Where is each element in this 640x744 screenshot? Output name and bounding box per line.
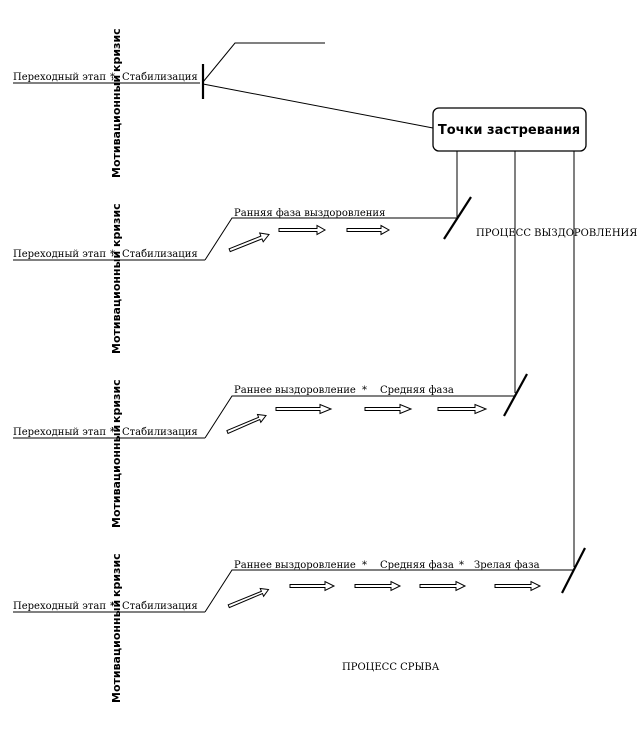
row3-transition-label: Переходный этап: [13, 427, 106, 438]
row2-arrow-1: [228, 232, 270, 253]
row3-stabilization-label: Стабилизация: [122, 427, 198, 438]
row-4: Переходный этап * Стабилизация Мотивацио…: [13, 547, 586, 703]
row3-upper-line: [204, 395, 515, 439]
row1-connector-to-box: [202, 83, 434, 129]
row2-transition-label: Переходный этап: [13, 249, 106, 260]
row1-crisis-label: кризис: [110, 28, 123, 72]
row4-motivational-label: Мотивационный: [110, 600, 123, 703]
row3-crisis-label: кризис: [110, 379, 123, 423]
row1-stabilization-label: Стабилизация: [122, 72, 198, 83]
row3-arrow-3: [364, 403, 413, 415]
row3-motivational-label: Мотивационный: [110, 425, 123, 528]
row4-arrow-2: [289, 580, 336, 592]
row2-motivational-label: Мотивационный: [110, 251, 123, 354]
row2-early-phase-label: Ранняя фаза выздоровления: [234, 208, 385, 219]
row4-middle-phase-label: Средняя фаза: [380, 560, 454, 571]
row4-early-recovery-label: Раннее выздоровление: [234, 560, 356, 571]
row3-tick: [503, 373, 528, 417]
row2-crisis-label: кризис: [110, 203, 123, 247]
recovery-process-label: ПРОЦЕСС ВЫЗДОРОВЛЕНИЯ: [476, 228, 637, 239]
row-2: Переходный этап * Стабилизация Мотивацио…: [13, 196, 637, 354]
row4-bullet-2: *: [362, 560, 367, 571]
row4-upper-line: [204, 569, 574, 613]
row4-arrow-3: [354, 580, 402, 592]
row3-bullet: *: [110, 427, 115, 438]
row2-stabilization-label: Стабилизация: [122, 249, 198, 260]
row3-bullet-2: *: [362, 385, 367, 396]
row2-upper-line: [204, 217, 457, 261]
row1-motivational-label: Мотивационный: [110, 75, 123, 178]
row4-bullet-3: *: [459, 560, 464, 571]
row3-arrow-1: [226, 413, 267, 435]
row2-tick: [443, 196, 472, 240]
row4-crisis-label: кризис: [110, 553, 123, 597]
row-1: Переходный этап * Стабилизация Мотивацио…: [13, 28, 434, 178]
row4-mature-phase-label: Зрелая фаза: [474, 560, 540, 571]
row2-arrow-3: [346, 224, 391, 236]
row4-tick: [561, 547, 586, 594]
row3-arrow-2: [275, 403, 333, 415]
row3-early-recovery-label: Раннее выздоровление: [234, 385, 356, 396]
row2-bullet: *: [110, 249, 115, 260]
relapse-process-label: ПРОЦЕСС СРЫВА: [342, 662, 440, 673]
row1-bullet: *: [110, 72, 115, 83]
row3-arrow-4: [437, 403, 488, 415]
row-3: Переходный этап * Стабилизация Мотивацио…: [13, 373, 528, 528]
row4-transition-label: Переходный этап: [13, 601, 106, 612]
row4-bullet: *: [110, 601, 115, 612]
row2-arrow-2: [278, 224, 327, 236]
row1-transition-label: Переходный этап: [13, 72, 106, 83]
row4-arrow-4: [419, 580, 467, 592]
stuck-points-box: Точки застревания: [432, 107, 587, 567]
row4-arrow-1: [227, 587, 270, 609]
row1-branch-line: [202, 42, 325, 83]
stuck-points-frame: [432, 107, 587, 152]
row4-stabilization-label: Стабилизация: [122, 601, 198, 612]
row3-middle-phase-label: Средняя фаза: [380, 385, 454, 396]
stuck-points-title: Точки застревания: [438, 123, 580, 138]
row4-arrow-5: [494, 580, 542, 592]
